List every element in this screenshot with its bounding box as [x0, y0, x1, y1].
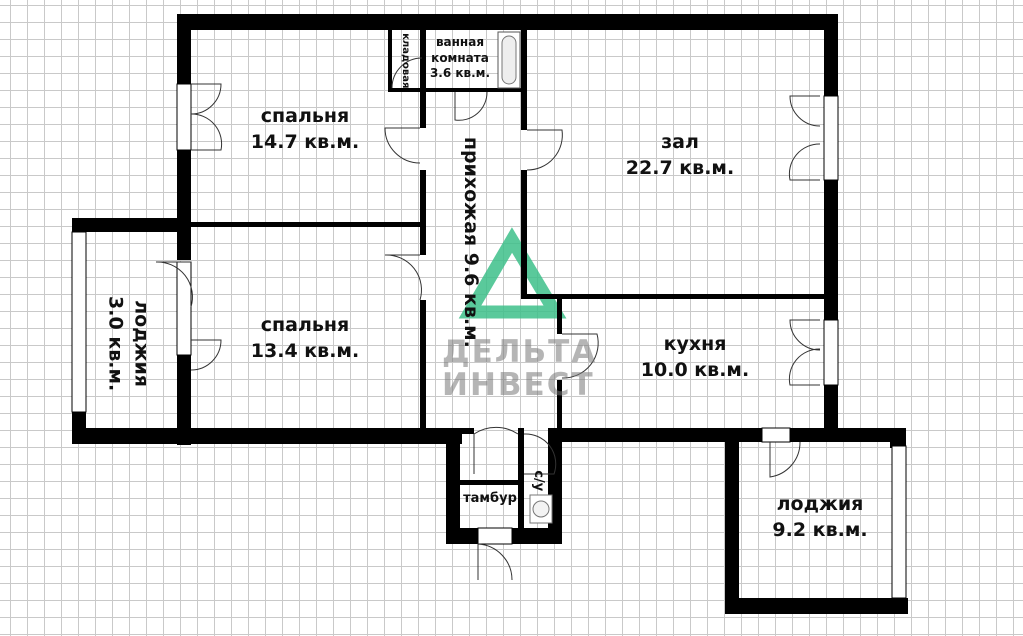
room-wc: с/у	[530, 470, 546, 492]
room-loggia-small: лоджия 3.0 кв.м.	[105, 296, 153, 392]
room-loggia-large: лоджия 9.2 кв.м.	[772, 493, 868, 541]
room-bedroom-2: спальня 13.4 кв.м.	[250, 314, 360, 362]
toilet-icon	[529, 494, 553, 524]
room-bathroom: ванная комната 3.6 кв.м.	[429, 35, 491, 81]
room-bedroom-1: спальня 14.7 кв.м.	[250, 105, 360, 153]
room-corridor: прихожая 9.6 кв.м.	[459, 136, 482, 348]
room-vestibule: тамбур	[463, 491, 517, 506]
delta-logo-icon	[458, 227, 567, 319]
room-kitchen: кухня 10.0 кв.м.	[640, 333, 750, 381]
room-hall: зал 22.7 кв.м.	[625, 131, 735, 179]
watermark-text: ДЕЛЬТА ИНВЕСТ	[442, 334, 598, 403]
bathtub-icon	[497, 31, 521, 89]
room-pantry: кладовая	[399, 33, 411, 89]
